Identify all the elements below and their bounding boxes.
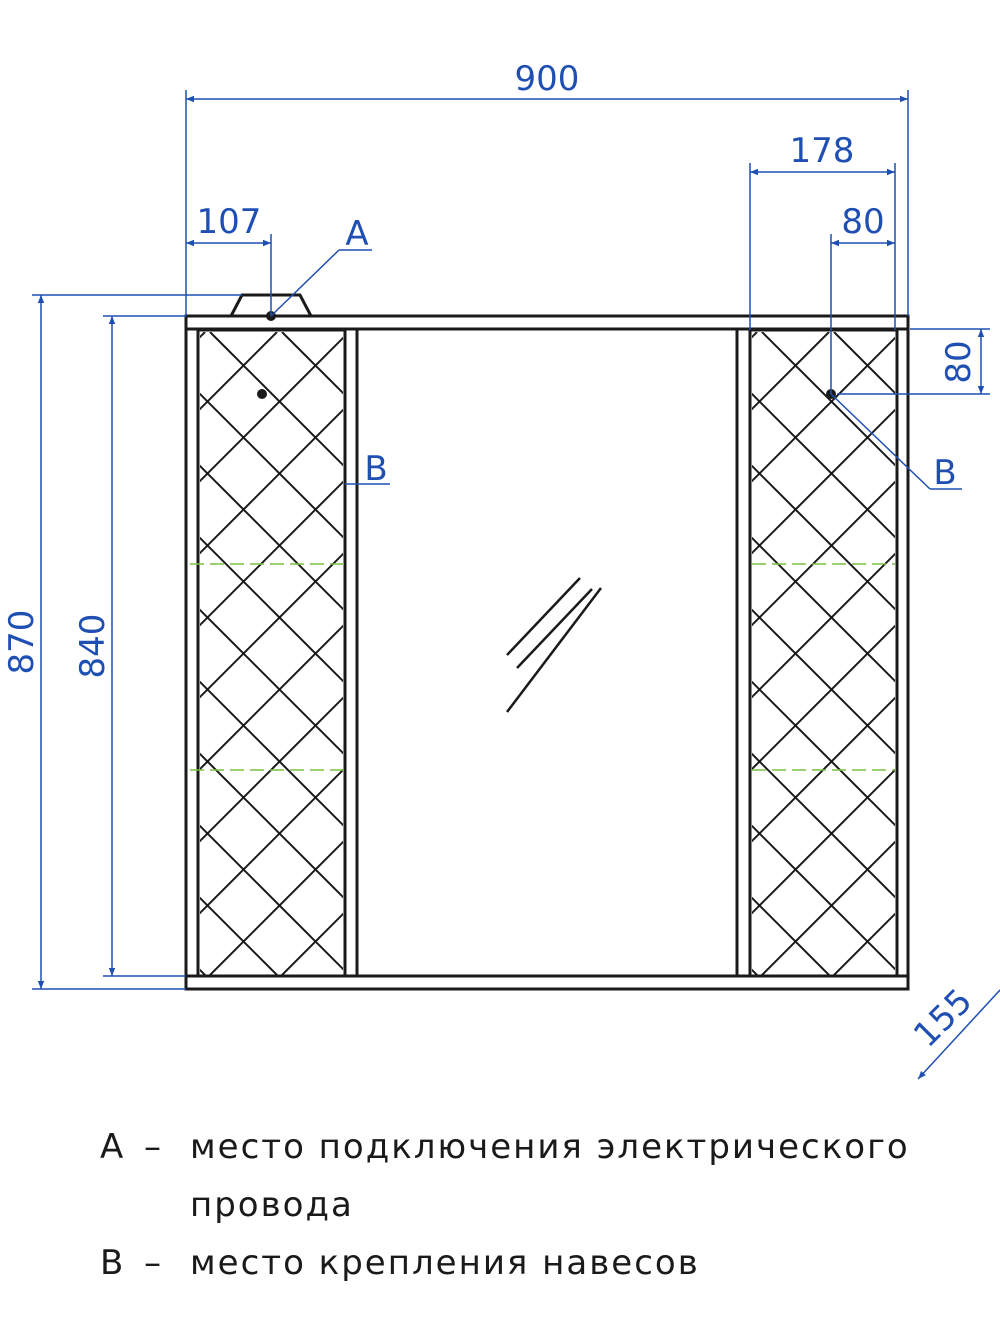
lattice-line [200, 332, 206, 339]
lattice-line [0, 332, 253, 1100]
lattice-line [752, 768, 895, 915]
lattice-line [0, 332, 324, 1100]
lattice-line [281, 332, 343, 395]
dim-80-top: 80 [841, 202, 884, 242]
legend: A – место подключения электрического про… [100, 1118, 980, 1292]
lattice-line [0, 332, 685, 1100]
lattice-line [752, 896, 831, 975]
legend-a-dash: – [144, 1127, 163, 1167]
dim-178: 178 [790, 131, 855, 171]
legend-a-key: A [100, 1127, 126, 1167]
dimension-lines [32, 90, 1000, 1080]
lattice-line [752, 480, 895, 627]
lattice-line [0, 332, 204, 1100]
lattice-line [200, 480, 343, 627]
lattice-line [200, 408, 343, 555]
legend-row-a-cont: провода [100, 1176, 980, 1234]
lattice-line [0, 332, 541, 1100]
dim-900: 900 [515, 59, 580, 99]
lattice-line [200, 768, 343, 915]
lattice-line [200, 392, 343, 539]
lattice-line [752, 752, 895, 899]
lattice-line [761, 332, 895, 467]
legend-b-text: место крепления навесов [190, 1243, 700, 1283]
marker-b-left: B [364, 449, 387, 489]
lattice-line [280, 912, 343, 975]
lattice-line [752, 624, 895, 771]
cabinet-body [184, 293, 910, 991]
lattice-line [752, 680, 895, 827]
lattice-line [0, 332, 540, 1100]
lattice-line [200, 968, 207, 975]
marker-b-right: B [933, 453, 956, 493]
right-door-lattice [0, 332, 895, 1100]
lattice-line [200, 696, 343, 843]
lattice-line [200, 624, 343, 771]
lattice-line [752, 408, 895, 555]
left-door [0, 328, 347, 1100]
lattice-line [0, 332, 252, 1100]
lattice-line [752, 536, 895, 683]
lattice-line [200, 552, 343, 699]
lattice-line [0, 332, 325, 1100]
cabinet-drawing: 900 178 80 107 80 870 840 155 A B B [0, 59, 1000, 1100]
lattice-line [0, 332, 109, 1100]
lattice-line [752, 392, 895, 539]
dim-107: 107 [197, 202, 262, 242]
legend-b-key: B [100, 1243, 126, 1283]
lattice-line [752, 332, 830, 411]
lattice-line [200, 752, 343, 899]
lattice-line [200, 536, 343, 683]
lattice-line [200, 336, 343, 483]
marker-a: A [345, 214, 368, 254]
lattice-line [0, 332, 756, 1100]
lattice-line [200, 608, 343, 755]
lattice-line [760, 840, 895, 975]
legend-a-text-cont: провода [190, 1185, 354, 1225]
lattice-line [0, 332, 60, 1100]
dim-155: 155 [906, 981, 980, 1055]
bottom-panel [184, 974, 910, 991]
legend-row-b: B – место крепления навесов [100, 1234, 980, 1292]
lattice-line [200, 680, 343, 827]
point-b-left [257, 389, 267, 399]
lattice-line [0, 332, 181, 1100]
lattice-line [752, 968, 759, 975]
dim-870: 870 [2, 610, 42, 675]
lattice-line [200, 464, 343, 611]
lattice-line [0, 332, 684, 1100]
lattice-line [0, 332, 133, 1100]
right-door [0, 328, 899, 1100]
lattice-line [42, 332, 828, 1100]
lattice-line [0, 332, 61, 1100]
lattice-line [209, 332, 343, 467]
legend-a-text: место подключения электрического [190, 1127, 910, 1167]
lattice-line [752, 552, 895, 699]
legend-b-dash: – [144, 1243, 163, 1283]
lattice-line [752, 332, 758, 339]
top-panel [184, 314, 910, 331]
mirror-glare [506, 577, 602, 713]
left-door-lattice [0, 332, 343, 1100]
lattice-line [200, 824, 343, 971]
dim-840: 840 [73, 614, 113, 679]
lattice-line [752, 696, 895, 843]
lattice-line [752, 824, 895, 971]
lattice-line [752, 336, 895, 483]
legend-row-a: A – место подключения электрического [100, 1118, 980, 1176]
lattice-line [752, 464, 895, 611]
dim-80-side: 80 [939, 340, 979, 383]
